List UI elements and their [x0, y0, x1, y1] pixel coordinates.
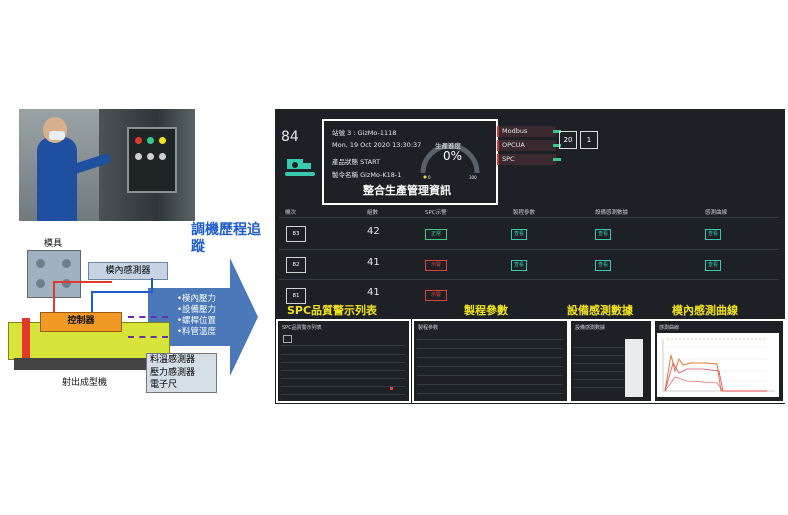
- sensor-item: 壓力感測器: [150, 367, 196, 378]
- caption-sensor: 設備感測數據: [567, 304, 633, 317]
- view-curve-button[interactable]: 查看: [705, 260, 721, 271]
- protocol-status-dot: [553, 130, 561, 133]
- sensor-item: 料溫感測器: [150, 355, 196, 365]
- row-count: 41: [367, 257, 380, 268]
- conveyor-truck-icon: [285, 159, 315, 176]
- process-param-panel: 製程參數: [412, 319, 569, 403]
- protocol-status-dot: [553, 144, 561, 147]
- counter-box: 1: [580, 131, 598, 149]
- row-divider: [279, 217, 779, 218]
- sensor-list-box: 料溫感測器 壓力感測器 電子尺: [146, 353, 217, 393]
- gauge-label: 生產進度: [435, 142, 461, 150]
- gauge-max: 300: [469, 175, 477, 179]
- view-process-button[interactable]: 查看: [511, 229, 527, 240]
- integrated-info-caption: 整合生產管理資訊: [363, 184, 451, 197]
- history-title: 調機歷程追蹤: [191, 222, 261, 255]
- sensor-panel-title: 設備感測數據: [575, 325, 606, 331]
- data-item: •模內壓力: [177, 294, 217, 304]
- data-item: •料管溫度: [177, 327, 217, 337]
- factory-photo: [19, 109, 195, 221]
- col-header-process: 製程參數: [513, 210, 536, 216]
- row-station-badge[interactable]: 81: [286, 288, 306, 304]
- photo-worker-mask: [49, 131, 65, 140]
- caption-process: 製程參數: [464, 304, 508, 317]
- sensor-curve-panel: 感測曲線: [653, 319, 785, 403]
- gauge-value: 0%: [443, 149, 463, 163]
- sensor-data-panel: 設備感測數據: [569, 319, 653, 403]
- photo-worker: [37, 137, 77, 221]
- view-sensor-button[interactable]: 查看: [595, 229, 611, 240]
- station-number: 84: [281, 129, 299, 145]
- curve-chart: [657, 333, 779, 397]
- production-dashboard: 84 站號 3 : GizMo-1118 Mon, 19 Oct 2020 13…: [275, 109, 785, 404]
- view-curve-button[interactable]: 查看: [705, 229, 721, 240]
- protocol-opcua[interactable]: OPCUA: [497, 140, 556, 151]
- row-station-badge[interactable]: 82: [286, 257, 306, 273]
- gauge-min: 0: [428, 175, 431, 179]
- row-count: 41: [367, 287, 380, 298]
- caption-curve: 模內感測曲線: [672, 304, 738, 317]
- row-count: 42: [367, 226, 380, 237]
- info-product-status: 產品狀態 START: [332, 158, 381, 166]
- spc-panel-badge: [283, 335, 292, 343]
- injection-machine-mold-part: [22, 318, 30, 360]
- caption-spc: SPC品質警示列表: [287, 304, 378, 317]
- spc-panel-title: SPC品質警示列表: [282, 325, 322, 331]
- protocol-modbus[interactable]: Modbus: [497, 126, 556, 137]
- info-datetime: Mon, 19 Oct 2020 13:30:37: [332, 141, 422, 149]
- col-header-station: 機次: [285, 210, 297, 216]
- sensor-wiring: [53, 278, 153, 312]
- data-items-list: •模內壓力 •設備壓力 •螺桿位置 •料管溫度: [177, 294, 216, 338]
- info-order-name: 製令名稱 GizMo-K18-1: [332, 171, 402, 179]
- spc-alert-panel: SPC品質警示列表: [276, 319, 411, 403]
- sensor-value-column: [625, 339, 643, 397]
- view-sensor-button[interactable]: 查看: [595, 260, 611, 271]
- view-process-button[interactable]: 查看: [511, 260, 527, 271]
- injection-machine-base: [14, 358, 156, 370]
- controller-label: 控制器: [67, 316, 95, 326]
- machine-label: 射出成型機: [62, 378, 108, 388]
- row-station-badge[interactable]: 83: [286, 226, 306, 242]
- sensor-item: 電子尺: [150, 380, 178, 390]
- row-spc-status[interactable]: 正常: [425, 229, 447, 240]
- counter-box: 20: [559, 131, 577, 149]
- col-header-count: 組數: [367, 210, 379, 216]
- curve-panel-title: 感測曲線: [659, 325, 680, 331]
- row-divider: [279, 249, 779, 250]
- data-flow-arrow: [148, 258, 258, 376]
- mold-label: 模具: [44, 239, 63, 249]
- photo-control-panel: [127, 127, 177, 193]
- row-spc-status[interactable]: 示警: [425, 260, 447, 271]
- row-divider: [279, 279, 779, 280]
- row-spc-status[interactable]: 示警: [425, 290, 447, 301]
- protocol-status-dot: [553, 158, 561, 161]
- process-panel-title: 製程參數: [418, 325, 439, 331]
- data-item: •設備壓力: [177, 305, 217, 315]
- protocol-spc[interactable]: SPC: [497, 154, 556, 165]
- controller-block: [40, 312, 122, 332]
- mold-sensor-label: 模內感測器: [88, 262, 168, 280]
- col-header-spc: SPC示警: [425, 210, 447, 216]
- col-header-sensor: 設備感測數據: [595, 210, 629, 216]
- data-item: •螺桿位置: [177, 316, 217, 326]
- signal-line: [128, 336, 168, 340]
- signal-line: [128, 316, 168, 320]
- col-header-curve: 感測曲線: [705, 210, 728, 216]
- progress-gauge: 0 300: [420, 143, 480, 179]
- info-station: 站號 3 : GizMo-1118: [332, 129, 397, 137]
